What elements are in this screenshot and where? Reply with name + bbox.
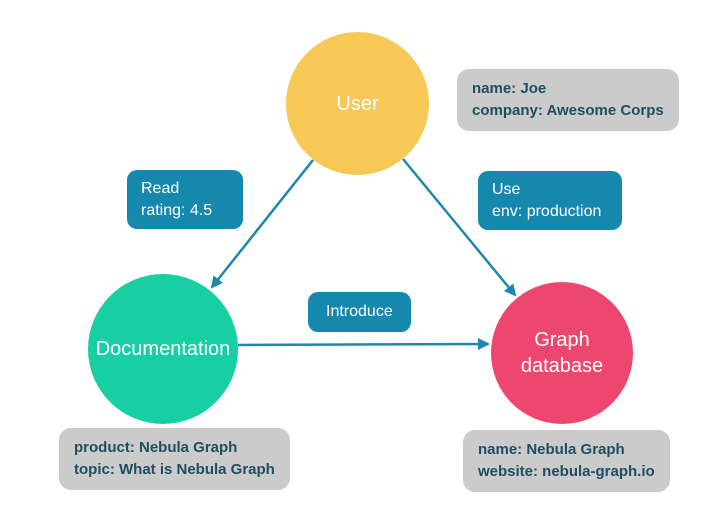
- node-graph-database-label-line-2: database: [520, 355, 604, 377]
- edge-label-read-line-2: rating: 4.5: [141, 201, 213, 219]
- node-graph-database: Graph database: [491, 282, 633, 424]
- node-user: User: [286, 32, 429, 175]
- property-box-documentation: product: Nebula Graph topic: What is Neb…: [59, 428, 290, 490]
- edge-label-read-line-1: Read: [141, 180, 180, 197]
- property-box-documentation-line-1: product: Nebula Graph: [74, 439, 238, 456]
- node-graph-database-label-line-1: Graph: [534, 329, 590, 351]
- edge-label-introduce: Introduce: [308, 292, 411, 332]
- edge-arrow-introduce: [237, 338, 490, 351]
- property-box-user-line-1: name: Joe: [472, 80, 547, 97]
- node-user-label: User: [336, 92, 379, 115]
- property-box-graph-database: name: Nebula Graph website: nebula-graph…: [463, 430, 670, 492]
- node-documentation-label: Documentation: [95, 338, 231, 360]
- edge-label-use-line-1: Use: [492, 181, 521, 198]
- edge-label-introduce-line-1: Introduce: [326, 303, 393, 320]
- property-box-graph-database-line-2: website: nebula-graph.io: [478, 462, 655, 480]
- edge-label-use-line-2: env: production: [492, 202, 602, 220]
- property-box-documentation-line-2: topic: What is Nebula Graph: [74, 460, 275, 478]
- node-documentation: Documentation: [88, 274, 238, 424]
- edge-label-read: Read rating: 4.5: [127, 170, 243, 230]
- property-box-user: name: Joe company: Awesome Corps: [457, 69, 679, 131]
- property-box-graph-database-line-1: name: Nebula Graph: [478, 441, 625, 458]
- property-box-user-line-2: company: Awesome Corps: [472, 101, 664, 119]
- edge-label-use: Use env: production: [478, 171, 622, 231]
